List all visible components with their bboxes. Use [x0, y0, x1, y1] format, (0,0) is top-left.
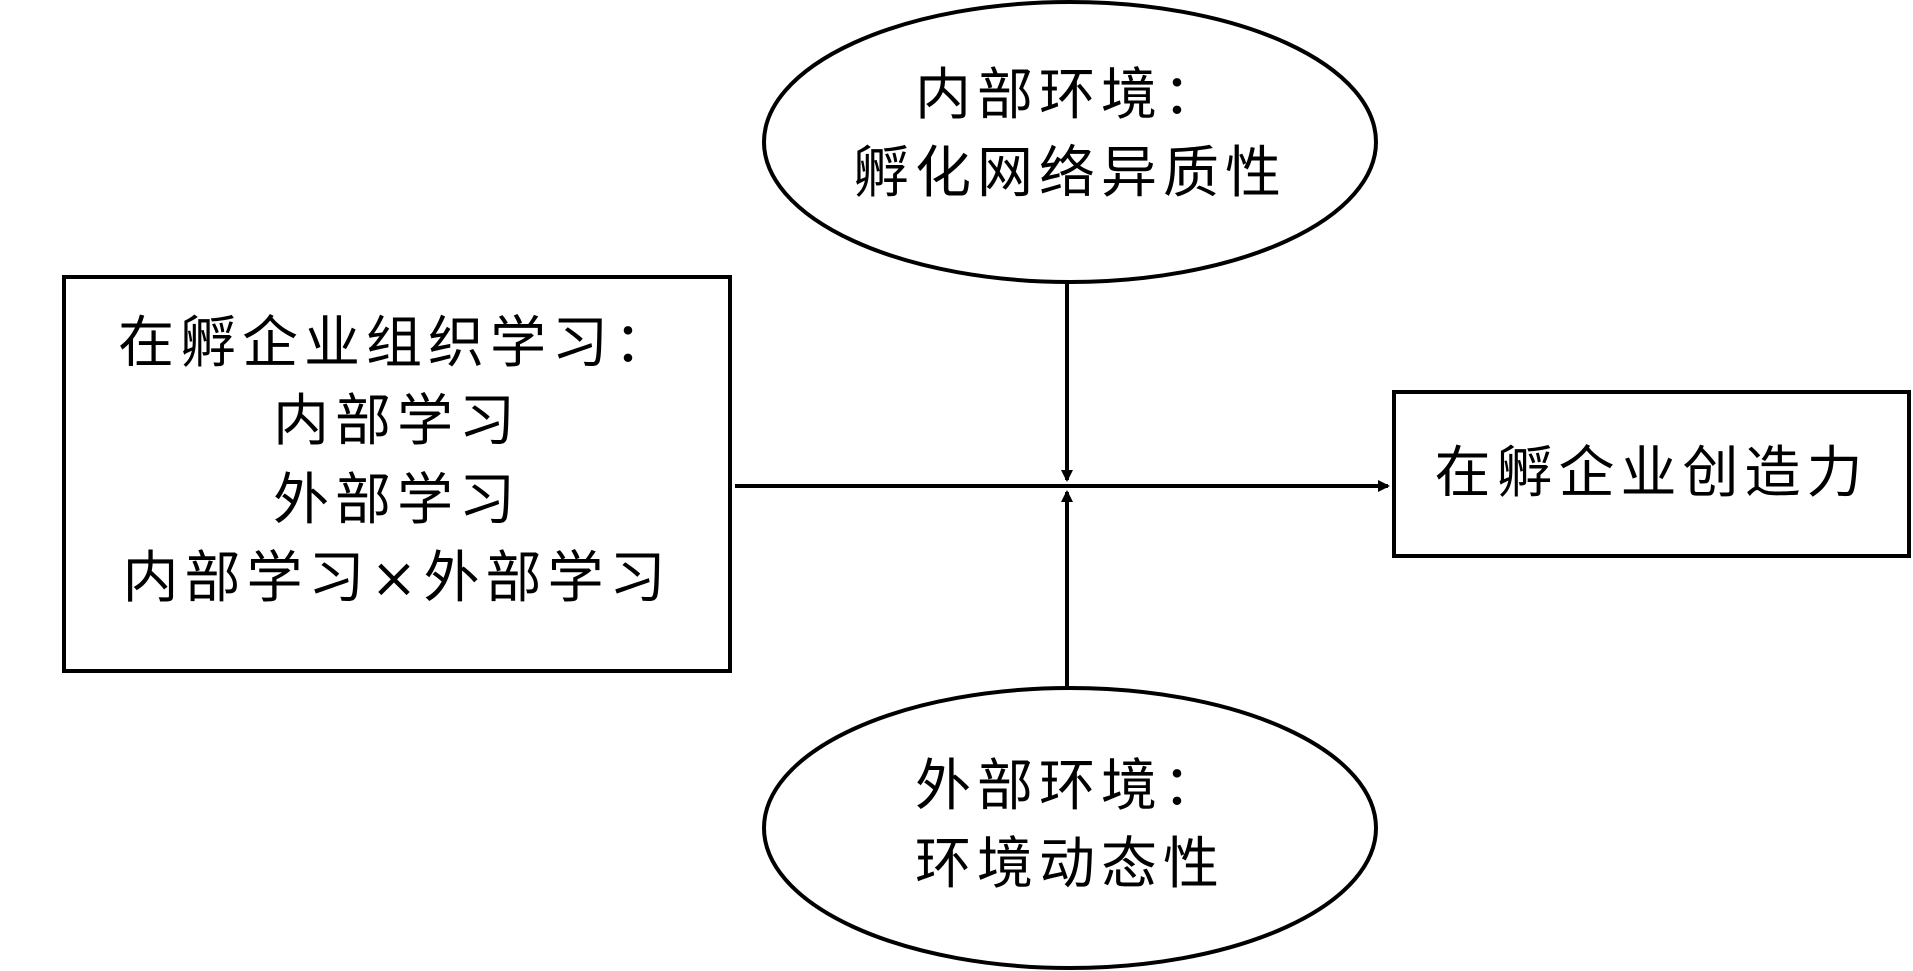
organizational-learning-box [62, 275, 732, 673]
external-environment-ellipse [762, 686, 1378, 970]
left-box-line-internal: 内部学习 [273, 389, 521, 455]
bottom-ellipse-line2: 环境动态性 [915, 832, 1225, 898]
bottom-ellipse-text: 外部环境： 环境动态性 [764, 748, 1376, 905]
top-ellipse-line1: 内部环境： [915, 63, 1225, 128]
top-ellipse-text: 内部环境： 孵化网络异质性 [764, 57, 1376, 214]
left-box-title: 在孵企业组织学习： [118, 311, 676, 376]
left-box-line-external: 外部学习 [273, 467, 521, 533]
left-box-line-interaction: 内部学习×外部学习 [122, 546, 672, 612]
internal-environment-ellipse [762, 0, 1378, 284]
top-ellipse-line2: 孵化网络异质性 [853, 141, 1287, 207]
creativity-box [1392, 390, 1911, 558]
right-box-label: 在孵企业创造力 [1434, 441, 1869, 506]
bottom-ellipse-line1: 外部环境： [915, 754, 1225, 819]
left-box-text: 在孵企业组织学习： 内部学习 外部学习 内部学习×外部学习 [64, 305, 730, 619]
right-box-text: 在孵企业创造力 [1394, 435, 1909, 513]
